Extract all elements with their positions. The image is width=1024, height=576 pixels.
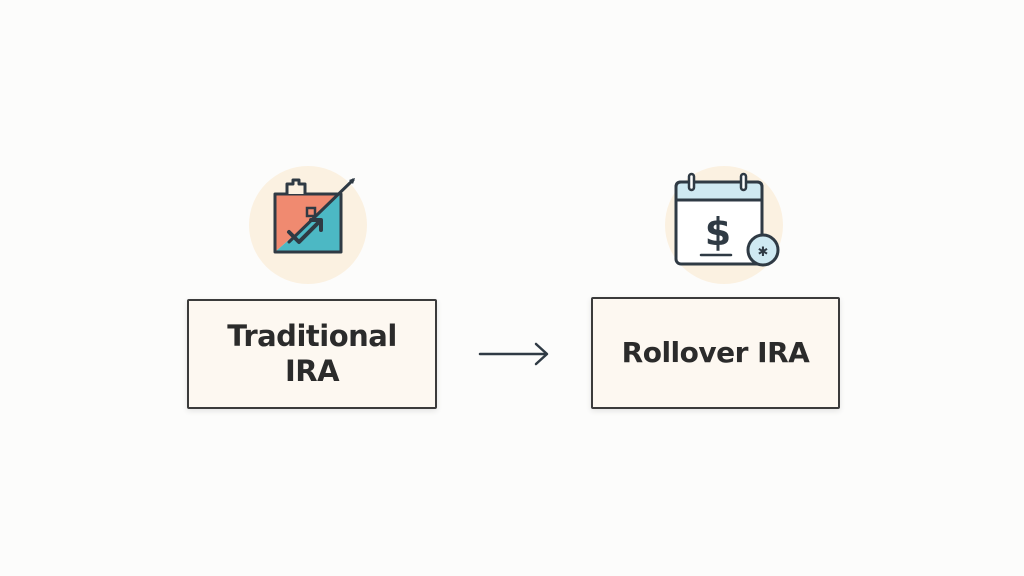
- traditional-ira-label: Traditional IRA: [227, 319, 397, 388]
- arrow-right-icon: [478, 342, 549, 366]
- rollover-ira-label: Rollover IRA: [621, 336, 810, 369]
- svg-text:✱: ✱: [758, 245, 769, 260]
- traditional-ira-box: Traditional IRA: [187, 299, 437, 409]
- rollover-ira-box: Rollover IRA: [591, 297, 840, 409]
- document-check-icon-graphic: [273, 178, 355, 254]
- document-check-icon: [249, 166, 367, 284]
- calendar-dollar-icon-graphic: $ ✱: [674, 172, 780, 267]
- calendar-dollar-icon: $ ✱: [665, 166, 783, 284]
- dollar-symbol: $: [705, 210, 731, 254]
